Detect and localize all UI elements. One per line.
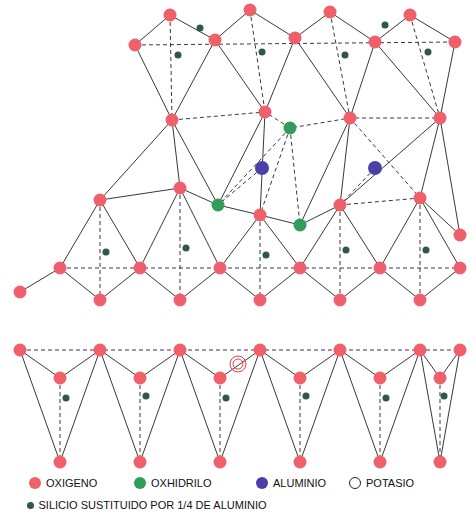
hidden-bonds xyxy=(20,10,460,462)
legend-swatch xyxy=(29,477,41,489)
legend-label: POTASIO xyxy=(366,476,414,490)
legend-label: OXHIDRILO xyxy=(151,476,212,490)
hydroxyl-atoms xyxy=(212,122,307,232)
legend-label: OXIGENO xyxy=(46,476,97,490)
oxygen-atoms xyxy=(14,4,467,469)
legend-symbol xyxy=(349,477,361,489)
legend-swatch xyxy=(134,477,146,489)
aluminium-atoms xyxy=(255,161,382,175)
solid-bonds xyxy=(20,10,460,462)
legend-swatch xyxy=(27,502,34,509)
legend-label: ALUMINIO xyxy=(273,476,326,490)
legend-swatch xyxy=(256,477,268,489)
legend-label: SILICIO SUSTITUIDO POR 1/4 DE ALUMINIO xyxy=(39,498,267,512)
potassium-atom xyxy=(230,356,246,372)
silicon-atoms xyxy=(63,22,448,402)
